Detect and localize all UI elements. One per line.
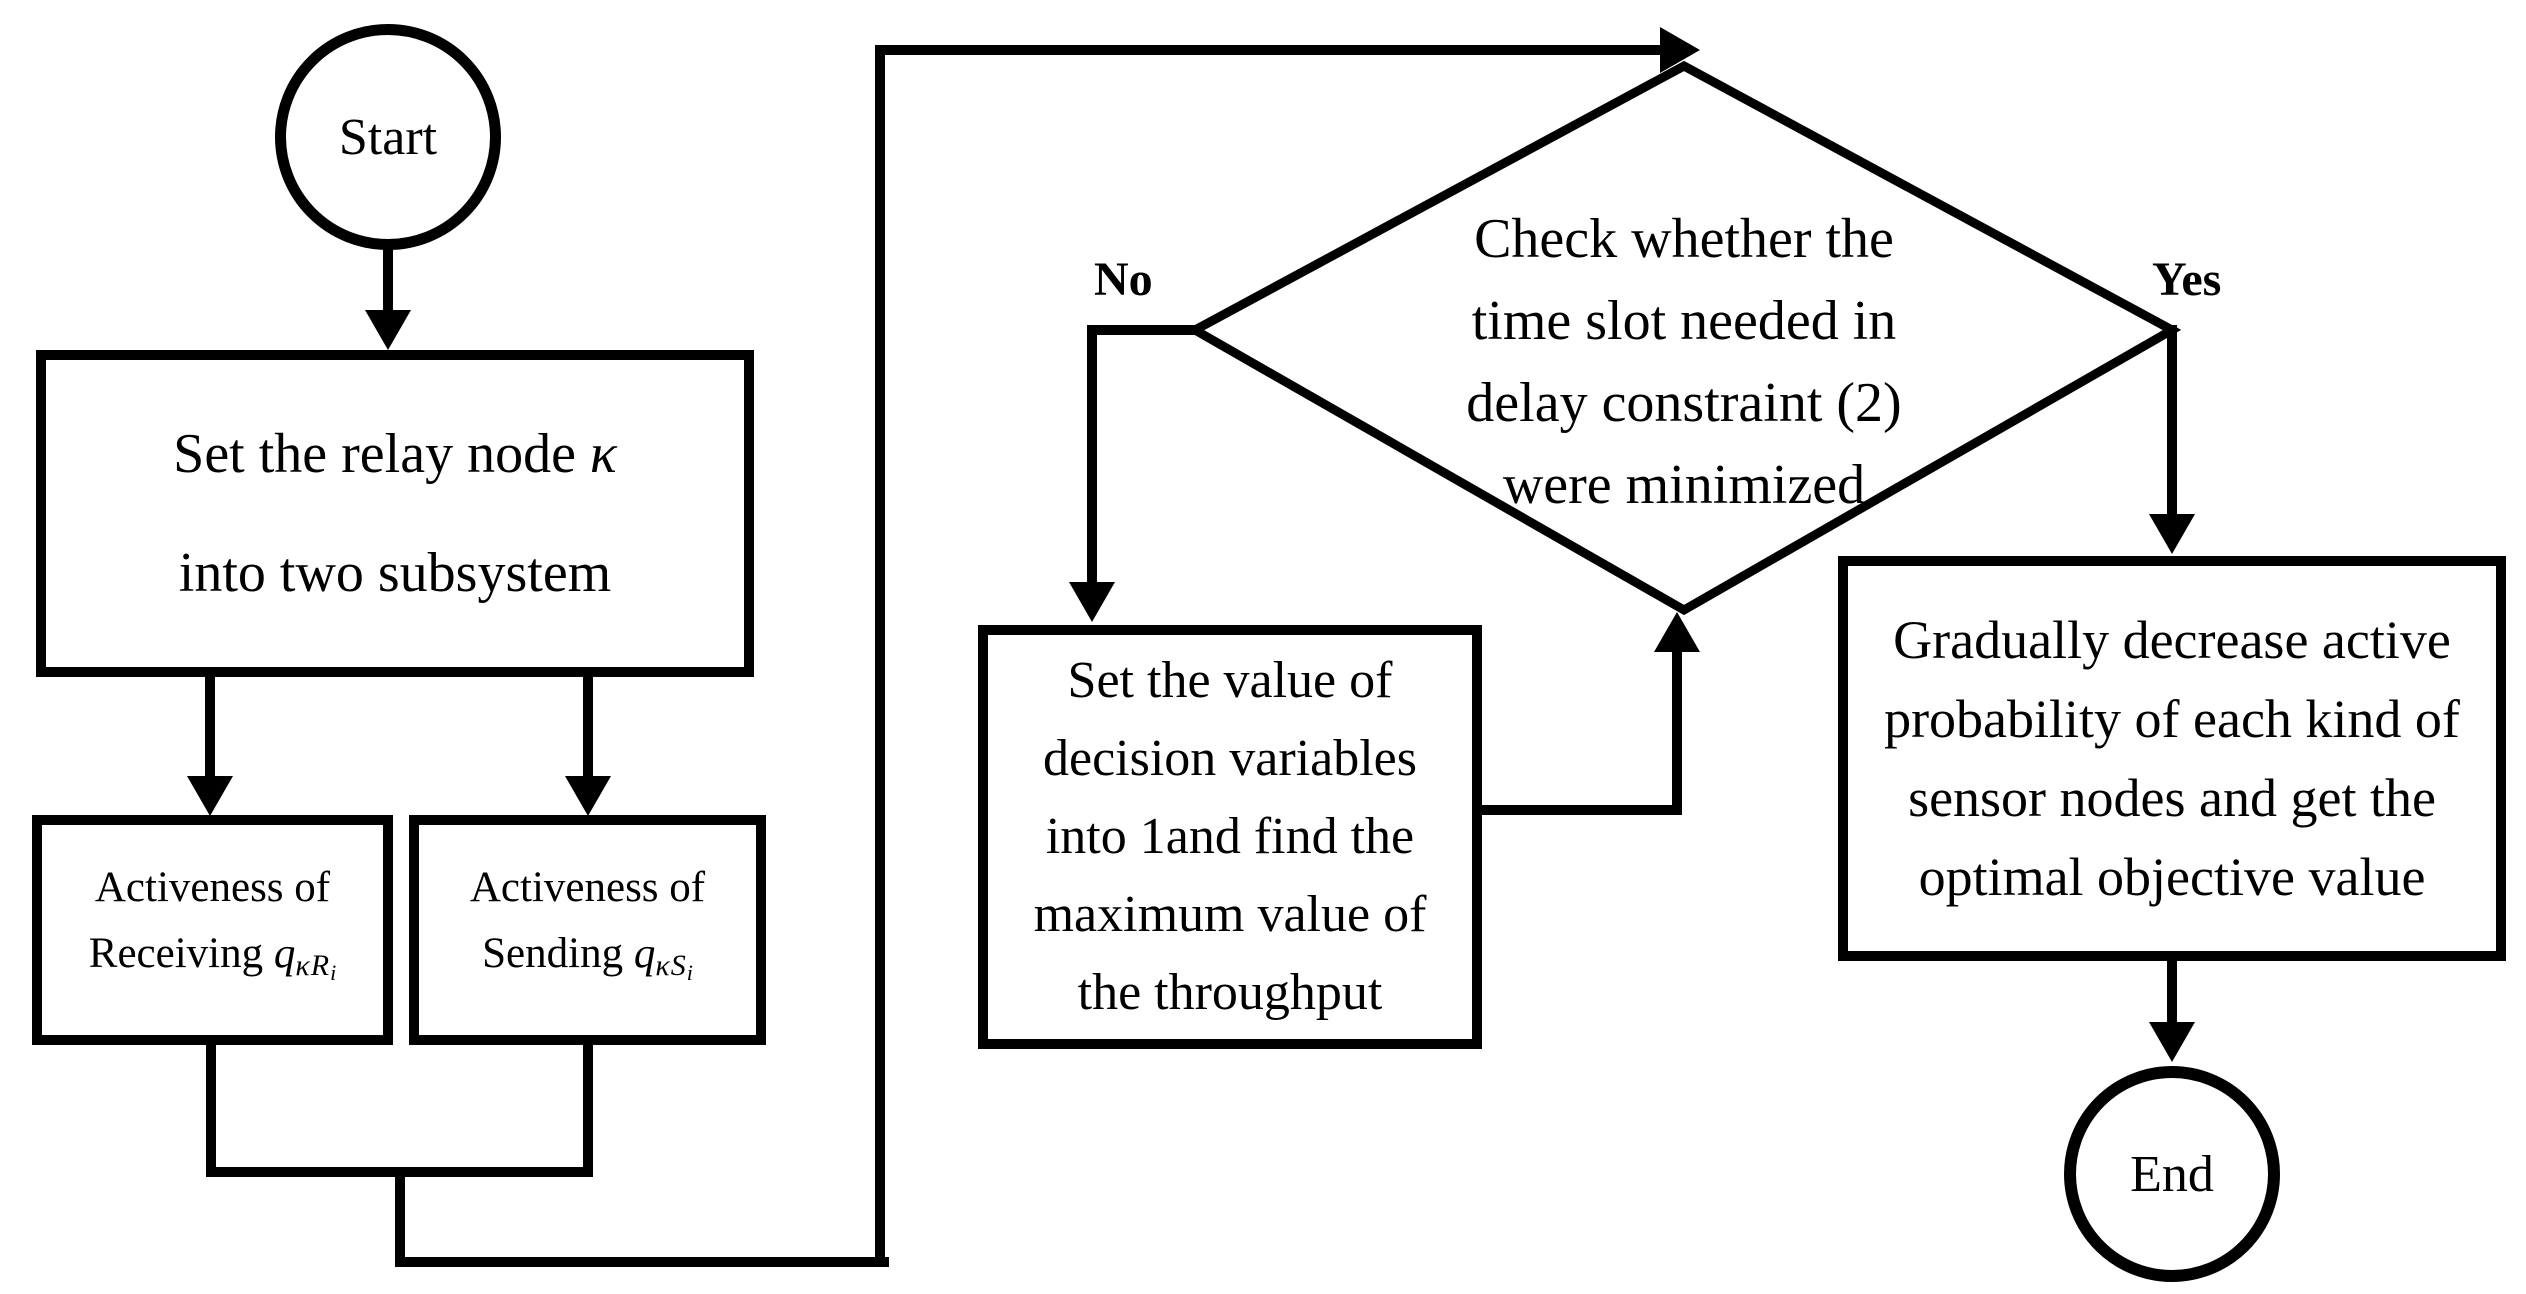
diamond-outline [1185, 60, 2182, 616]
end-label: End [2130, 1145, 2214, 1203]
kappa-symbol: κ [589, 422, 617, 485]
receiving-line2: Receiving qκRi [88, 929, 337, 985]
connector-decrease-to-end [2167, 961, 2177, 1026]
connector-setvalue-up [1672, 648, 1682, 815]
sending-line1: Activeness of [469, 863, 706, 911]
set-value-node: Set the value of decision variables into… [978, 625, 1482, 1049]
connector-setvalue-right [1482, 805, 1682, 815]
decision-line: were minimized [1502, 454, 1866, 516]
decrease-line: sensor nodes and get the [1908, 767, 2436, 828]
no-branch-label: No [1094, 253, 1153, 306]
connector-top-run [875, 45, 1665, 55]
end-node: End [2064, 1066, 2280, 1282]
q-symbol: q [273, 929, 296, 977]
connector-no-vertical [1087, 325, 1097, 585]
decision-node-text: Check whether the time slot needed in de… [1384, 198, 1984, 526]
set-value-line: into 1and find the [1045, 808, 1415, 865]
connector-split-to-sending [583, 672, 593, 780]
arrowhead-down-icon [365, 310, 411, 350]
split-node: Set the relay node κ into two subsystem [36, 350, 754, 677]
decision-line: Check whether the [1474, 208, 1894, 270]
decrease-node: Gradually decrease active probability of… [1838, 556, 2506, 961]
connector-long-riser [875, 45, 885, 1267]
arrowhead-down-icon [2149, 514, 2195, 554]
connector-merge-drop [395, 1167, 405, 1267]
connector-sending-down [583, 1045, 593, 1177]
set-value-line: maximum value of [1033, 886, 1427, 943]
connector-split-to-receiving [205, 672, 215, 780]
start-label: Start [338, 108, 438, 166]
decrease-line: probability of each kind of [1884, 688, 2460, 749]
decision-node-shape [1185, 60, 2182, 616]
sending-line2: Sending qκSi [482, 929, 693, 985]
q-subscript: κR [295, 948, 331, 982]
q-subsubscript: i [330, 959, 337, 985]
arrowhead-down-icon [2149, 1022, 2195, 1062]
set-value-line: the throughput [1077, 964, 1383, 1021]
decrease-line: Gradually decrease active [1893, 609, 2451, 670]
q-subscript: κS [655, 948, 687, 982]
connector-start-to-split [383, 245, 393, 315]
arrowhead-up-icon [1654, 612, 1700, 652]
arrowhead-down-icon [187, 776, 233, 816]
sending-node: Activeness of Sending qκSi [409, 815, 766, 1045]
start-node: Start [275, 24, 501, 250]
arrowhead-down-icon [565, 776, 611, 816]
connector-bottom-rail [395, 1257, 889, 1267]
set-value-line: decision variables [1043, 730, 1417, 787]
q-subsubscript: i [686, 959, 693, 985]
decrease-line: optimal objective value [1918, 846, 2426, 907]
connector-yes-vertical [2167, 325, 2177, 517]
decision-line: delay constraint (2) [1466, 372, 1902, 434]
split-line2: into two subsystem [178, 542, 612, 605]
set-value-line: Set the value of [1067, 652, 1393, 709]
q-symbol: q [633, 929, 656, 977]
connector-receiving-down [206, 1045, 216, 1177]
receiving-node: Activeness of Receiving qκRi [32, 815, 393, 1045]
yes-branch-label: Yes [2152, 253, 2222, 306]
arrowhead-down-icon [1069, 582, 1115, 622]
receiving-line1: Activeness of [94, 863, 331, 911]
connector-no-horizontal [1087, 325, 1200, 335]
decision-line: time slot needed in [1471, 290, 1897, 352]
split-line1: Set the relay node κ [173, 422, 617, 485]
